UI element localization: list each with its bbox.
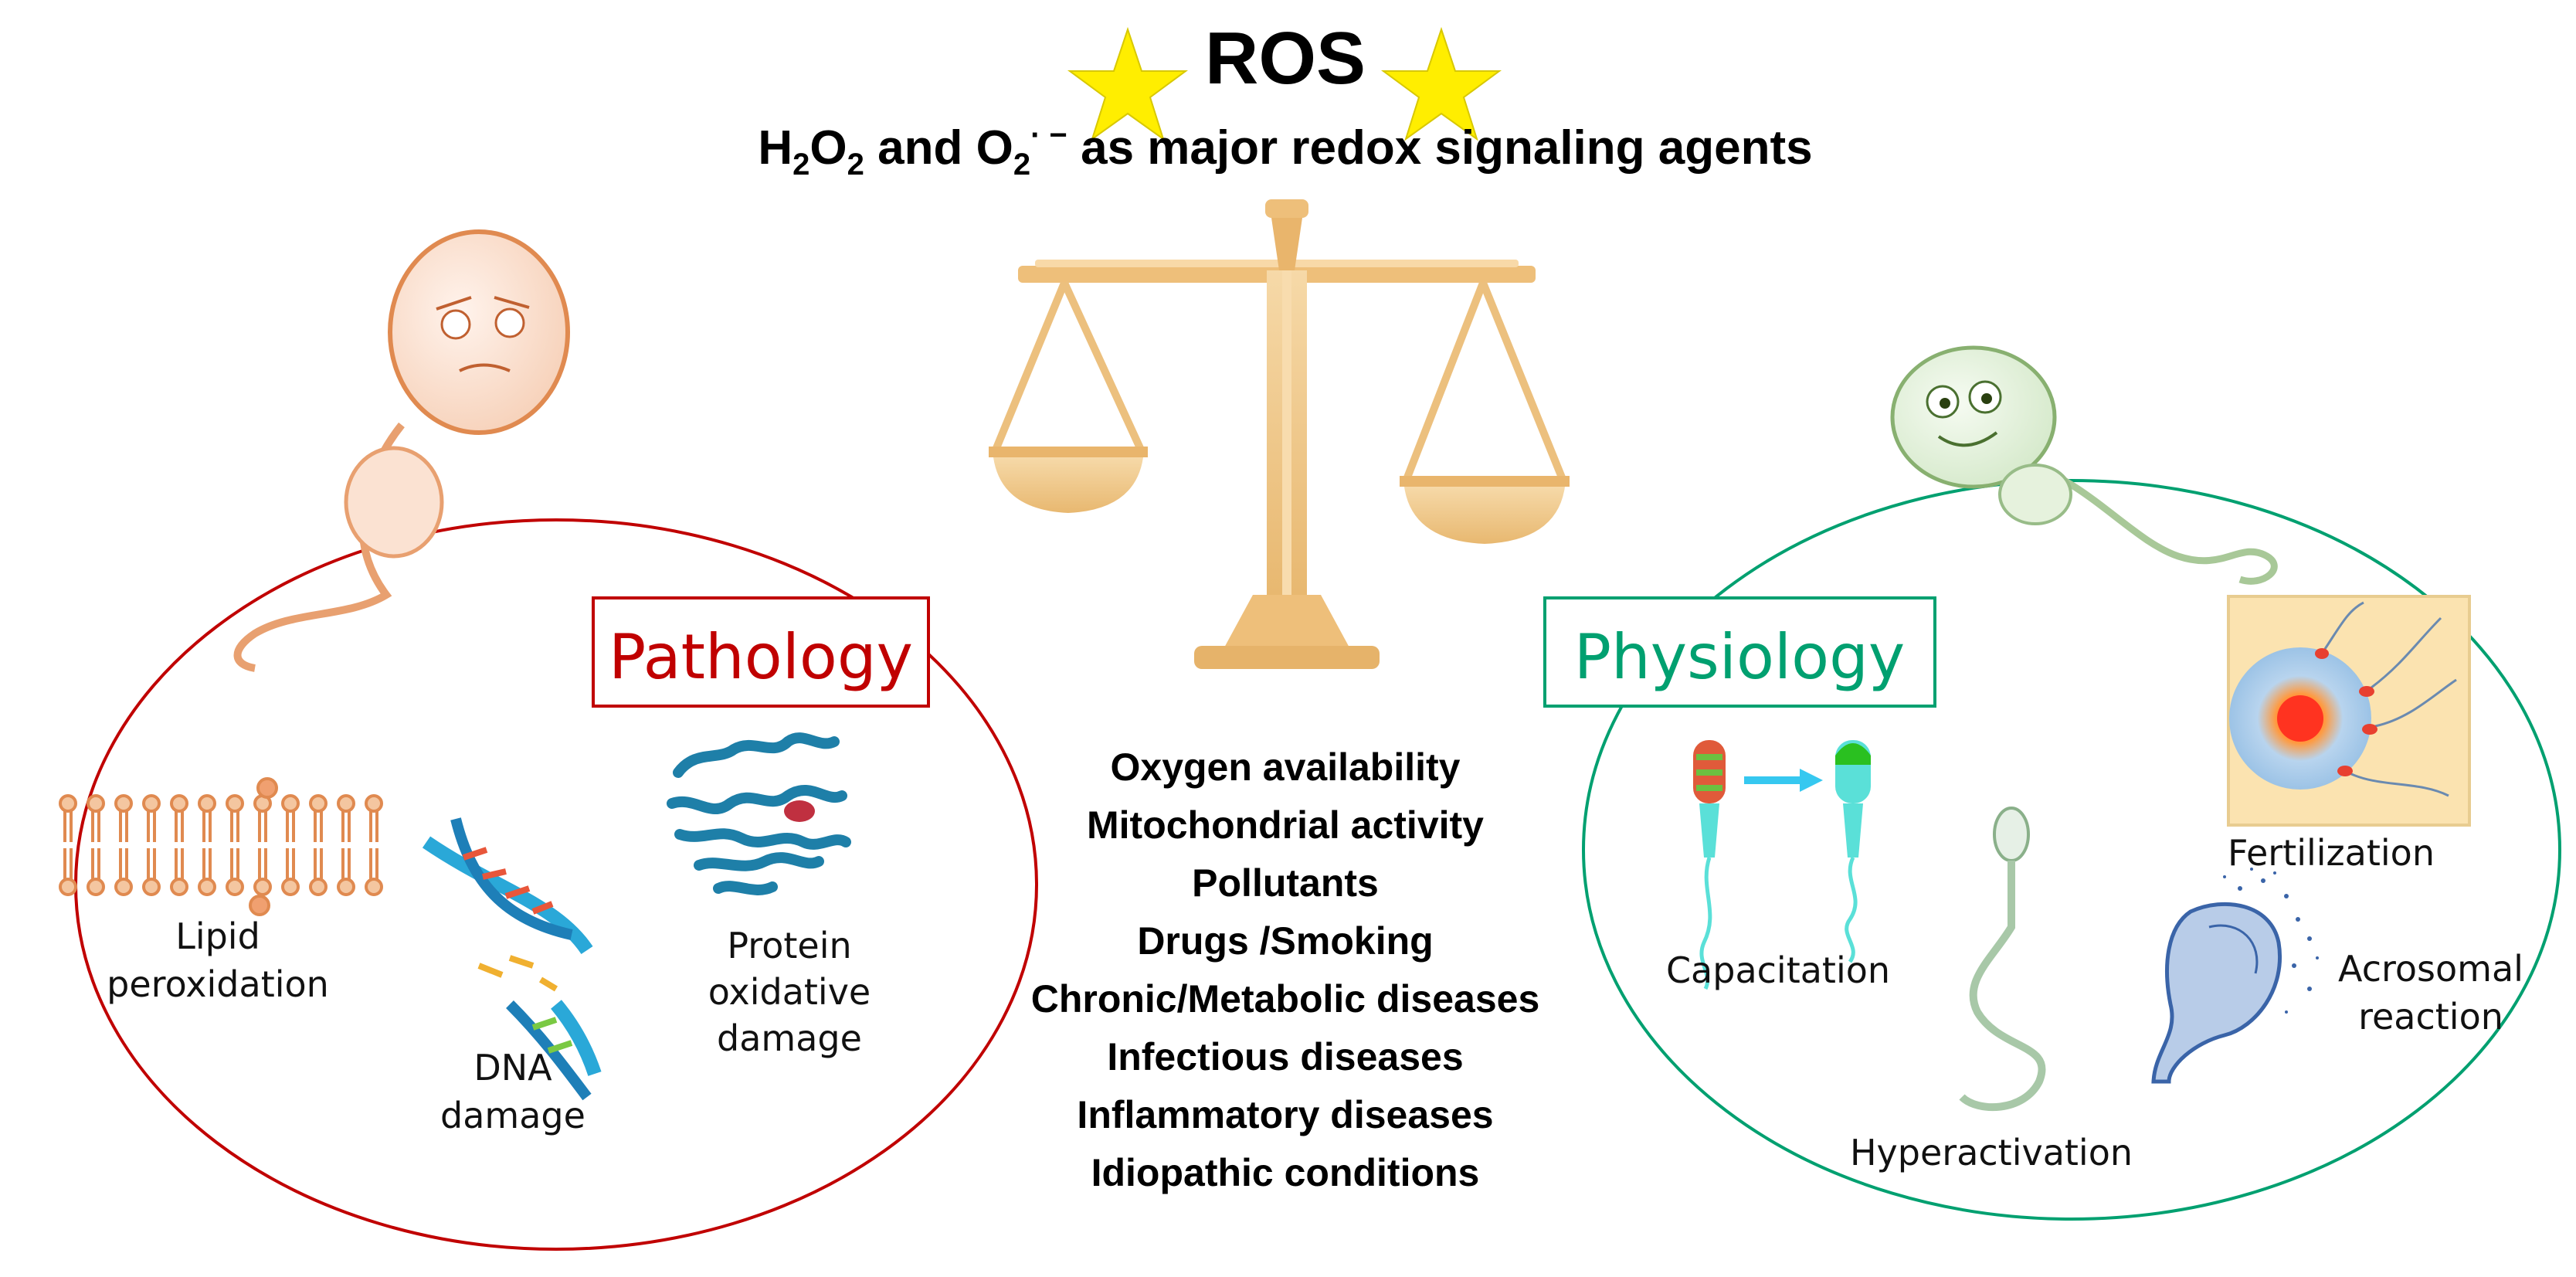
factor-item: Mitochondrial activity bbox=[1087, 803, 1484, 847]
factor-item: Chronic/Metabolic diseases bbox=[1031, 977, 1540, 1021]
protein-site bbox=[784, 800, 815, 822]
factor-item: Idiopathic conditions bbox=[1091, 1151, 1480, 1194]
lipid-label-1: Lipid bbox=[175, 915, 260, 957]
fertilization-icon bbox=[2227, 595, 2471, 827]
fertilization-label: Fertilization bbox=[2228, 832, 2435, 874]
capacitation-icon bbox=[1693, 740, 1871, 990]
pathology-panel: Pathology Lipid peroxidation bbox=[59, 229, 1038, 1251]
acrosomal-label-1: Acrosomal bbox=[2338, 948, 2523, 990]
factor-item: Pollutants bbox=[1192, 861, 1379, 905]
protein-icon bbox=[667, 732, 851, 895]
dna-label-2: damage bbox=[440, 1095, 585, 1136]
protein-label-1: Protein bbox=[727, 925, 851, 966]
lipid-membrane-icon bbox=[59, 777, 383, 916]
pathology-label-box bbox=[592, 596, 930, 708]
capacitation-label: Capacitation bbox=[1666, 949, 1890, 991]
factors-list: Oxygen availability Mitochondrial activi… bbox=[1031, 745, 1540, 1194]
physiology-panel: Physiology Fertilization bbox=[1543, 345, 2561, 1221]
factor-item: Infectious diseases bbox=[1107, 1035, 1463, 1078]
factor-item: Drugs /Smoking bbox=[1137, 919, 1433, 963]
dna-icon bbox=[422, 817, 602, 1101]
page-subtitle: H2O2 and O2· − as major redox signaling … bbox=[758, 118, 1812, 182]
physiology-label: Physiology bbox=[1574, 621, 1905, 693]
acrosome-icon bbox=[2151, 868, 2319, 1084]
factor-item: Inflammatory diseases bbox=[1077, 1093, 1493, 1136]
balance-scale-icon bbox=[989, 199, 1570, 669]
hyperactivation-icon bbox=[1959, 807, 2046, 1112]
protein-label-3: damage bbox=[717, 1017, 862, 1059]
pathology-label: Pathology bbox=[609, 621, 913, 693]
page-title: ROS bbox=[1205, 17, 1366, 100]
happy-sperm-icon bbox=[1890, 345, 2278, 585]
protein-label-2: oxidative bbox=[708, 971, 871, 1013]
factor-item: Oxygen availability bbox=[1111, 745, 1461, 789]
star-icon bbox=[1067, 26, 1189, 141]
hyperactivation-label: Hyperactivation bbox=[1850, 1132, 2133, 1173]
lipid-label-2: peroxidation bbox=[107, 963, 329, 1005]
sad-sperm-icon bbox=[233, 229, 570, 672]
physiology-label-box bbox=[1543, 596, 1936, 708]
dna-label-1: DNA bbox=[473, 1047, 552, 1089]
acrosomal-label-2: reaction bbox=[2358, 996, 2503, 1038]
physiology-circle bbox=[1582, 479, 2561, 1221]
title-group: ROS H2O2 and O2· − as major redox signal… bbox=[758, 17, 1812, 182]
star-icon bbox=[1380, 26, 1502, 141]
